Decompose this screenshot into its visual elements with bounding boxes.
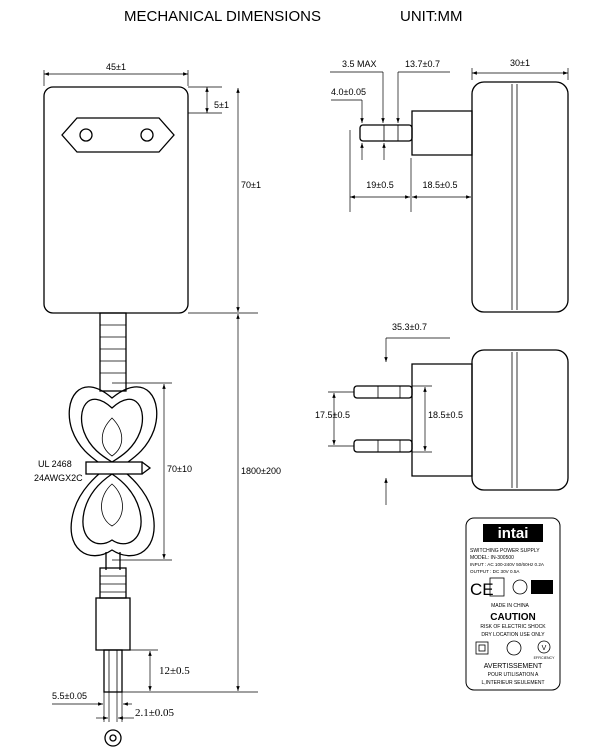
- label-caution: CAUTION: [490, 612, 536, 623]
- pin-hole-right: [140, 128, 154, 142]
- plug-base-top: [411, 363, 473, 477]
- drawing-title: MECHANICAL DIMENSIONS: [124, 8, 321, 25]
- adapter-body-side: [471, 81, 569, 313]
- weee-icon: [489, 577, 505, 597]
- dim-plug-outer: 5.5±0.05: [52, 691, 87, 701]
- dc-plug-barrel: [103, 649, 123, 693]
- dim-offset: 35.3±0.7: [392, 322, 427, 332]
- dc-plug-end-view: [104, 729, 122, 747]
- dim-depth: 30±1: [510, 58, 530, 68]
- pin-side: [359, 124, 413, 142]
- label-interieur: L,INTERIEUR SEULEMENT: [481, 680, 544, 686]
- label-input: INPUT : AC 100-240V 50/60Hz 0.2A: [470, 562, 545, 567]
- rating-label: intai SWITCHING POWER SUPPLY MODEL: IN-3…: [465, 517, 561, 691]
- dim-plug-length: 12±0.5: [159, 665, 190, 677]
- brand-logo-box: [483, 524, 543, 542]
- dim-pin-spacing-right: 18.5±0.5: [428, 410, 463, 420]
- cert-mark-icon: [512, 579, 528, 595]
- label-made-in: MADE IN CHINA: [491, 603, 529, 609]
- dim-height: 70±1: [241, 180, 261, 190]
- ce-mark: CE: [470, 580, 494, 599]
- plug-base-side: [411, 110, 473, 156]
- dim-top-gap: 5±1: [214, 100, 229, 110]
- plug-strain-relief: [99, 567, 127, 599]
- front-view: 45±1 5±1 70±1: [34, 62, 281, 747]
- indoor-use-icon: [506, 640, 522, 656]
- double-insulation-icon: [475, 641, 489, 655]
- pin-top-lower: [353, 439, 413, 453]
- dim-plug-inner: 2.1±0.05: [135, 707, 175, 719]
- label-output: OUTPUT : DC 30V 0.5A: [470, 569, 520, 574]
- dim-pin-insulation: 13.7±0.7: [405, 59, 440, 69]
- dim-pin-spacing-left: 17.5±0.5: [315, 410, 350, 420]
- dim-pin-tip: 3.5 MAX: [342, 59, 377, 69]
- dc-plug-center-pin: [109, 734, 117, 742]
- plug-face-outline: [61, 117, 175, 153]
- cable-spec-ul: UL 2468: [38, 459, 72, 469]
- coiled-cable: [68, 386, 158, 557]
- pin-top-upper: [353, 385, 413, 399]
- label-outline: [465, 517, 561, 691]
- top-view: 35.3±0.7 17.5±0.5 18.5±0.5: [315, 322, 569, 505]
- efficiency-mark: V: [542, 645, 547, 652]
- label-product: SWITCHING POWER SUPPLY: [470, 548, 540, 554]
- dim-width: 45±1: [106, 62, 126, 72]
- cable-spec-awg: 24AWGX2C: [34, 473, 83, 483]
- dim-pin-length: 19±0.5: [366, 180, 393, 190]
- cable-tie: [85, 461, 143, 475]
- label-avertissement: AVERTISSEMENT: [484, 663, 543, 670]
- dc-plug-housing: [95, 597, 131, 651]
- adapter-body-top: [471, 349, 569, 491]
- label-model: MODEL: IN-300500: [470, 555, 514, 561]
- brand-logo: intai: [498, 525, 529, 542]
- label-pour: POUR UTILISATION A: [488, 672, 539, 678]
- cert-logo-icon: [531, 580, 553, 594]
- dim-pin-dia: 4.0±0.05: [331, 87, 366, 97]
- dim-cable-length: 1800±200: [241, 466, 281, 476]
- adapter-body-front: [43, 86, 189, 314]
- dim-body-to-pin: 18.5±0.5: [423, 180, 458, 190]
- label-risk: RISK OF ELECTRIC SHOCK: [480, 624, 546, 630]
- side-view: 3.5 MAX 13.7±0.7 4.0±0.05 30±1 19±0.5 18…: [330, 58, 569, 313]
- dim-coil-length: 70±10: [167, 464, 192, 474]
- label-dry: DRY LOCATION USE ONLY: [481, 632, 545, 638]
- strain-relief: [99, 312, 127, 392]
- efficiency-level-icon: [537, 640, 551, 654]
- unit-label: UNIT:MM: [400, 8, 463, 25]
- label-efficiency: EFFICIENCY: [534, 656, 555, 660]
- pin-hole-left: [79, 128, 93, 142]
